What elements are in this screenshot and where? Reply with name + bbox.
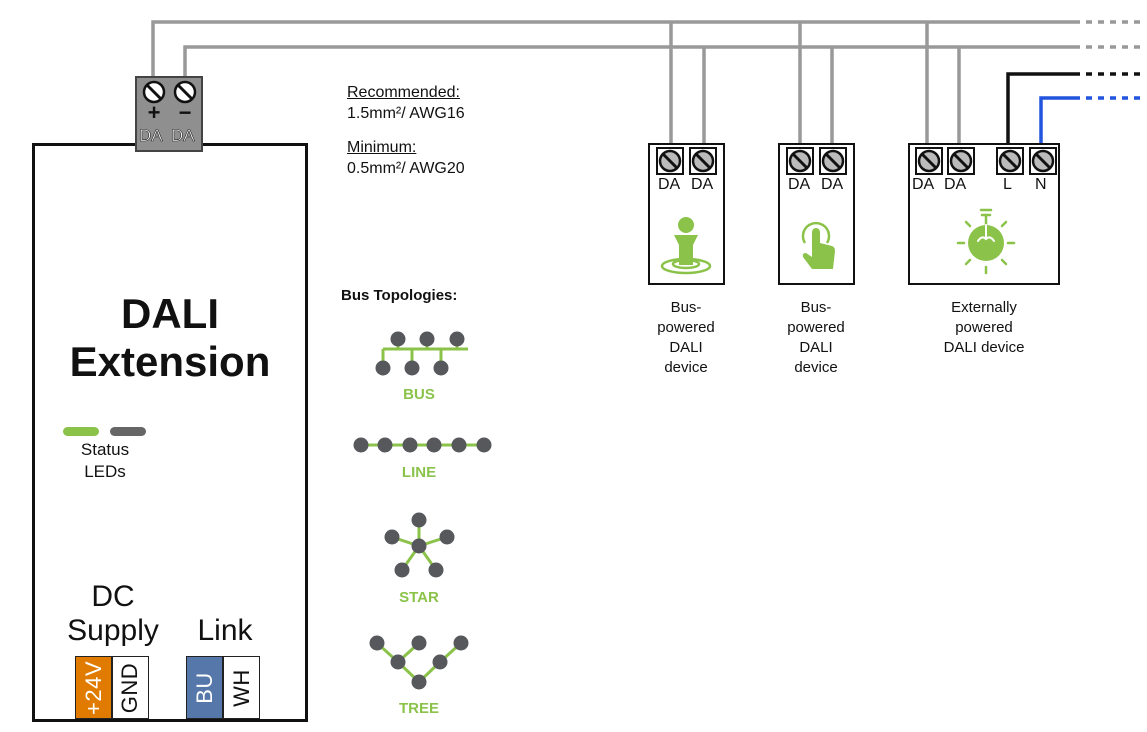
device-caption: Bus- powered DALI device — [766, 298, 866, 378]
pin-label: DA — [139, 126, 163, 146]
terminal-label: WH — [228, 668, 254, 707]
screw-terminal-icon — [819, 147, 847, 175]
touch-button-icon — [801, 221, 835, 269]
caption-line: DALI — [799, 339, 833, 356]
device-bus-powered-1 — [648, 143, 725, 285]
caption-line: powered — [657, 319, 715, 336]
screw-terminal-icon — [786, 147, 814, 175]
screw-terminal-icon — [656, 147, 684, 175]
device-caption: Externally powered DALI device — [914, 298, 1054, 358]
caption-line: Externally — [951, 299, 1017, 316]
dali-wire-plus — [151, 20, 1080, 80]
light-bulb-icon — [956, 208, 1016, 275]
status-label-line-2: LEDs — [84, 462, 126, 481]
status-led-grey — [110, 427, 146, 436]
topology-icons — [353, 331, 492, 690]
pin-label: N — [1035, 176, 1047, 193]
terminal-24v: +24V — [75, 656, 112, 719]
pin-label: DA — [658, 176, 681, 193]
caption-line: device — [664, 359, 708, 376]
presence-sensor-icon — [660, 217, 712, 275]
screw-terminal-icon — [947, 147, 975, 175]
topology-label-bus: BUS — [403, 386, 435, 403]
caption-line: device — [794, 359, 838, 376]
neutral-wire — [1039, 96, 1080, 146]
title-line-2: Extension — [69, 338, 271, 385]
caption-line: DALI — [669, 339, 703, 356]
caption-line: Bus- — [670, 299, 702, 316]
top-dali-terminal: + − DA DA — [135, 76, 203, 152]
screw-icon — [142, 80, 166, 104]
dali-wire-minus — [183, 45, 1080, 80]
terminal-label: GND — [117, 662, 143, 713]
polarity-plus: + — [147, 100, 161, 125]
link-label: Link — [197, 614, 253, 647]
title-line-1: DALI — [121, 290, 219, 337]
screw-terminal-icon — [689, 147, 717, 175]
terminal-label: +24V — [80, 660, 106, 715]
pin-label: DA — [788, 176, 811, 193]
minimum-label: Minimum: — [347, 139, 417, 156]
screw-icon — [173, 80, 197, 104]
caption-line: powered — [955, 319, 1013, 336]
topology-label-star: STAR — [399, 589, 439, 606]
polarity-minus: − — [178, 100, 192, 125]
dc-label-line-2: Supply — [67, 614, 159, 647]
device-title: DALI Extension — [32, 290, 308, 386]
screw-terminal-icon — [915, 147, 943, 175]
terminal-bu: BU — [186, 656, 223, 719]
pin-label: DA — [171, 126, 195, 146]
recommended-label: Recommended: — [347, 84, 460, 101]
status-leds-label: Status LEDs — [60, 439, 150, 483]
recommended-value: 1.5mm²/ AWG16 — [347, 105, 465, 122]
bus-topology-icon — [375, 331, 468, 376]
topology-label-line: LINE — [401, 464, 437, 481]
status-label-line-1: Status — [80, 440, 130, 459]
caption-line: DALI device — [943, 339, 1025, 356]
dc-supply-label: DC Supply — [55, 580, 171, 648]
terminal-wh: WH — [223, 656, 260, 719]
pin-label: DA — [821, 176, 844, 193]
minimum-value: 0.5mm²/ AWG20 — [347, 160, 465, 177]
tree-topology-icon — [369, 635, 469, 690]
terminal-gnd: GND — [112, 656, 149, 719]
live-wire — [1006, 72, 1080, 146]
terminal-label: BU — [191, 671, 217, 704]
pin-label: DA — [912, 176, 935, 193]
caption-line: Bus- — [800, 299, 832, 316]
status-led-green — [63, 427, 99, 436]
screw-terminal-icon — [1029, 147, 1057, 175]
device-caption: Bus- powered DALI device — [636, 298, 736, 378]
pin-label: L — [1003, 176, 1012, 193]
device-externally-powered — [908, 143, 1060, 285]
pin-label: DA — [944, 176, 967, 193]
device-bus-powered-2 — [778, 143, 855, 285]
star-topology-icon — [384, 512, 455, 578]
caption-line: powered — [787, 319, 845, 336]
line-topology-icon — [353, 437, 492, 453]
dc-label-line-1: DC — [91, 580, 135, 613]
topologies-heading: Bus Topologies: — [341, 287, 458, 304]
screw-terminal-icon — [996, 147, 1024, 175]
pin-label: DA — [691, 176, 714, 193]
topology-label-tree: TREE — [398, 700, 439, 717]
